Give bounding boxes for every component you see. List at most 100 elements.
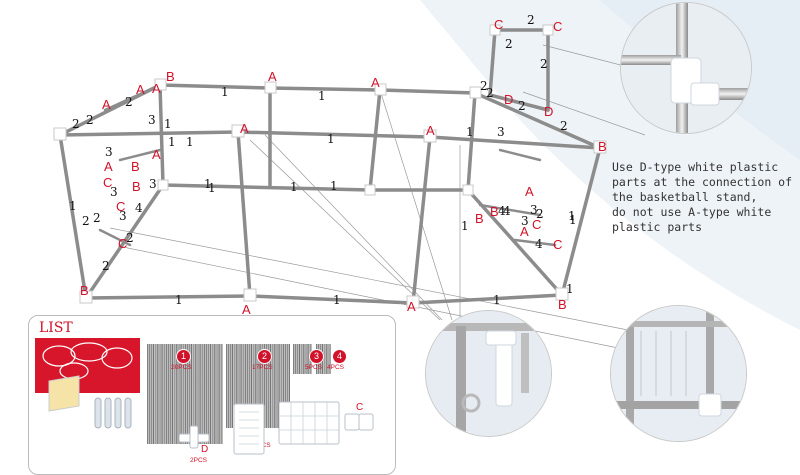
pole-1 bbox=[158, 344, 161, 444]
pole-2 bbox=[275, 344, 278, 428]
pole-2 bbox=[279, 344, 282, 428]
pole-count: 4PCS bbox=[327, 364, 344, 371]
note-line: plastic parts bbox=[612, 220, 798, 235]
pole-number-label: 2 bbox=[518, 100, 526, 112]
connector-count: 13PCS bbox=[250, 442, 271, 449]
connector-count: 6PCS bbox=[350, 416, 367, 423]
pole-1 bbox=[212, 344, 215, 444]
connector-type-label: B bbox=[598, 140, 607, 153]
pole-number-label: 2 bbox=[102, 260, 110, 272]
pole-number-label: 1 bbox=[569, 214, 577, 226]
connector-type-label: B bbox=[558, 298, 567, 311]
pole-number-label: 1 bbox=[164, 118, 172, 130]
zoom-detail-corner bbox=[610, 305, 747, 442]
pole-2 bbox=[230, 344, 233, 428]
pole-number-label: 3 bbox=[530, 204, 538, 216]
connector-type-label: A bbox=[240, 122, 249, 135]
connector-type-label: A bbox=[525, 185, 534, 198]
pole-number-label: 1 bbox=[186, 136, 194, 148]
pole-1 bbox=[151, 344, 154, 444]
pole-number-label: 2 bbox=[540, 58, 548, 70]
connector-type-label: C bbox=[553, 20, 562, 33]
connector-type-label: A bbox=[152, 82, 161, 95]
pole-number-label: 1 bbox=[221, 86, 229, 98]
pole-2 bbox=[283, 344, 286, 428]
pole-2 bbox=[226, 344, 229, 428]
pole-1 bbox=[166, 344, 169, 444]
connector-type-label: C bbox=[116, 200, 125, 213]
connector-type-label: D bbox=[504, 93, 513, 106]
pole-1 bbox=[219, 344, 222, 444]
pole-number-label: 1 bbox=[466, 126, 474, 138]
pole-count: 5PCS bbox=[305, 364, 322, 371]
connector-type-label: A bbox=[104, 160, 113, 173]
pole-number-label: 2 bbox=[527, 14, 535, 26]
pole-number-label: 1 bbox=[566, 283, 574, 295]
pole-2 bbox=[249, 344, 252, 428]
connector-type-label: A bbox=[371, 76, 380, 89]
pole-number-label: 1 bbox=[333, 294, 341, 306]
pole-number-label: 2 bbox=[125, 96, 133, 108]
pole-number-label: 2 bbox=[72, 118, 80, 130]
connector-letter: D bbox=[201, 444, 208, 455]
pole-number-label: 1 bbox=[461, 220, 469, 232]
pole-number-label: 1 bbox=[175, 294, 183, 306]
pole-number-badge: 2 bbox=[257, 349, 272, 364]
pole-2 bbox=[237, 344, 240, 428]
zoom-detail-upright bbox=[425, 310, 552, 437]
pole-1 bbox=[200, 344, 203, 444]
pole-number-label: 4 bbox=[535, 238, 543, 250]
connector-type-label: B bbox=[475, 212, 484, 225]
connector-letter: B bbox=[257, 429, 264, 440]
pole-number-label: 1 bbox=[318, 90, 326, 102]
parts-list-panel: LIST 1 20PCS 2 17PCS 3 5PCS 4 4PCS D 2PC… bbox=[28, 315, 396, 475]
pole-3 bbox=[297, 344, 300, 374]
connector-type-label: B bbox=[80, 284, 89, 297]
pole-number-label: 1 bbox=[208, 182, 216, 194]
pole-number-label: 1 bbox=[327, 133, 335, 145]
pole-number-label: 2 bbox=[86, 114, 94, 126]
connector-type-label: C bbox=[494, 18, 503, 31]
pole-1 bbox=[196, 344, 199, 444]
pole-3 bbox=[301, 344, 304, 374]
connector-type-label: C bbox=[553, 238, 562, 251]
connector-type-label: A bbox=[102, 98, 111, 111]
pole-number-label: 4 bbox=[498, 205, 506, 217]
connector-count: 15PCS bbox=[306, 429, 327, 436]
pole-number-label: 2 bbox=[560, 120, 568, 132]
note-line: the basketball stand, bbox=[612, 190, 798, 205]
connector-type-label: A bbox=[426, 124, 435, 137]
connector-type-label: A bbox=[136, 83, 145, 96]
pole-1 bbox=[170, 344, 173, 444]
pole-number-badge: 4 bbox=[332, 349, 347, 364]
connector-letter: A bbox=[314, 413, 321, 424]
pole-2 bbox=[245, 344, 248, 428]
pole-1 bbox=[193, 344, 196, 444]
pole-number-label: 2 bbox=[126, 232, 134, 244]
pole-number-label: 2 bbox=[480, 80, 488, 92]
connector-type-label: C bbox=[532, 218, 541, 231]
connector-type-label: D bbox=[544, 105, 553, 118]
pole-number-label: 1 bbox=[290, 181, 298, 193]
frame-poles bbox=[60, 30, 600, 303]
pole-1 bbox=[147, 344, 150, 444]
pole-number-label: 2 bbox=[82, 215, 90, 227]
pole-number-label: 4 bbox=[135, 202, 143, 214]
connector-type-label: A bbox=[520, 225, 529, 238]
pole-2 bbox=[234, 344, 237, 428]
connector-type-label: A bbox=[152, 148, 161, 161]
pole-number-label: 3 bbox=[148, 114, 156, 126]
pole-1 bbox=[208, 344, 211, 444]
note-line: parts at the connection of bbox=[612, 175, 798, 190]
connector-type-label: A bbox=[268, 70, 277, 83]
pole-number-label: 1 bbox=[168, 136, 176, 148]
connector-count: 2PCS bbox=[190, 457, 207, 464]
connector-type-label: A bbox=[407, 300, 416, 313]
note-line: do not use A-type white bbox=[612, 205, 798, 220]
parts-illustration bbox=[29, 316, 395, 474]
pole-number-label: 3 bbox=[497, 126, 505, 138]
pole-count: 17PCS bbox=[252, 364, 273, 371]
pole-number-label: 3 bbox=[149, 178, 157, 190]
pole-number-label: 1 bbox=[493, 294, 501, 306]
zoom-detail-d-connector bbox=[620, 2, 752, 134]
